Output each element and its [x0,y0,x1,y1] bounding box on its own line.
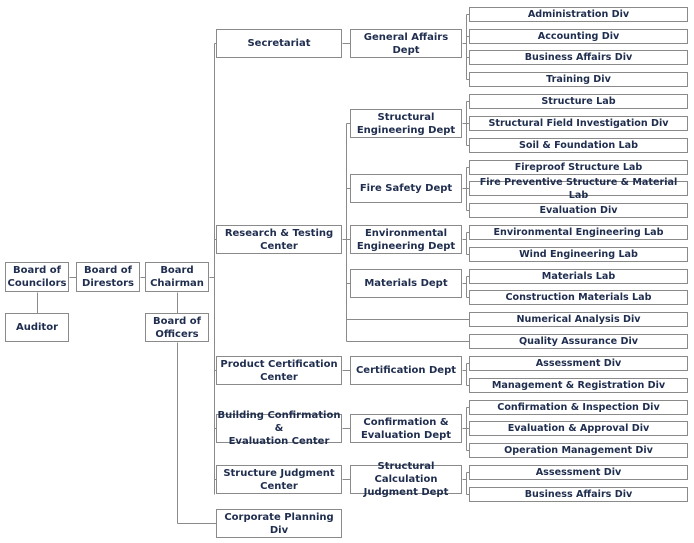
node-research-testing-center: Research & Testing Center [216,225,342,254]
node-assessment-div: Assessment Div [469,356,688,371]
node-management-registration-div: Management & Registration Div [469,378,688,393]
node-board-of-officers: Board of Officers [145,313,209,342]
node-materials-lab: Materials Lab [469,269,688,284]
node-auditor: Auditor [5,313,69,342]
node-certification-dept: Certification Dept [350,356,462,385]
node-structural-calculation-judgment-dept: Structural Calculation Judgment Dept [350,461,462,498]
node-environmental-engineering-dept: Environmental Engineering Dept [350,225,462,254]
node-fire-preventive-structure-material-lab: Fire Preventive Structure & Material Lab [469,177,688,201]
node-board-of-directors: Board of Direstors [76,262,140,292]
node-product-certification-center: Product Certification Center [216,356,342,385]
node-confirmation-inspection-div: Confirmation & Inspection Div [469,400,688,415]
node-quality-assurance-div: Quality Assurance Div [469,334,688,349]
node-structure-lab: Structure Lab [469,94,688,109]
node-confirmation-evaluation-dept: Confirmation & Evaluation Dept [350,414,462,443]
node-building-confirmation-center: Building Confirmation & Evaluation Cente… [216,410,342,447]
node-fire-safety-dept: Fire Safety Dept [350,174,462,203]
node-business-affairs-div: Business Affairs Div [469,50,688,65]
node-fireproof-structure-lab: Fireproof Structure Lab [469,160,688,175]
node-general-affairs-dept: General Affairs Dept [350,29,462,58]
node-soil-foundation-lab: Soil & Foundation Lab [469,138,688,153]
node-environmental-engineering-lab: Environmental Engineering Lab [469,225,688,240]
node-evaluation-approval-div: Evaluation & Approval Div [469,421,688,436]
node-structural-engineering-dept: Structural Engineering Dept [350,109,462,138]
node-evaluation-div: Evaluation Div [469,203,688,218]
node-training-div: Training Div [469,72,688,87]
node-numerical-analysis-div: Numerical Analysis Div [469,312,688,327]
node-construction-materials-lab: Construction Materials Lab [469,290,688,305]
node-secretariat: Secretariat [216,29,342,58]
node-structure-judgment-center: Structure Judgment Center [216,465,342,494]
node-wind-engineering-lab: Wind Engineering Lab [469,247,688,262]
node-materials-dept: Materials Dept [350,269,462,298]
node-operation-management-div: Operation Management Div [469,443,688,458]
node-board-chairman: Board Chairman [145,262,209,292]
node-structural-field-investigation-div: Structural Field Investigation Div [469,116,688,131]
node-board-of-councilors: Board of Councilors [5,262,69,292]
node-business-affairs-div-judgment: Business Affairs Div [469,487,688,502]
node-corporate-planning-div: Corporate Planning Div [216,509,342,538]
node-administration-div: Administration Div [469,7,688,22]
node-assessment-div-judgment: Assessment Div [469,465,688,480]
node-accounting-div: Accounting Div [469,29,688,44]
